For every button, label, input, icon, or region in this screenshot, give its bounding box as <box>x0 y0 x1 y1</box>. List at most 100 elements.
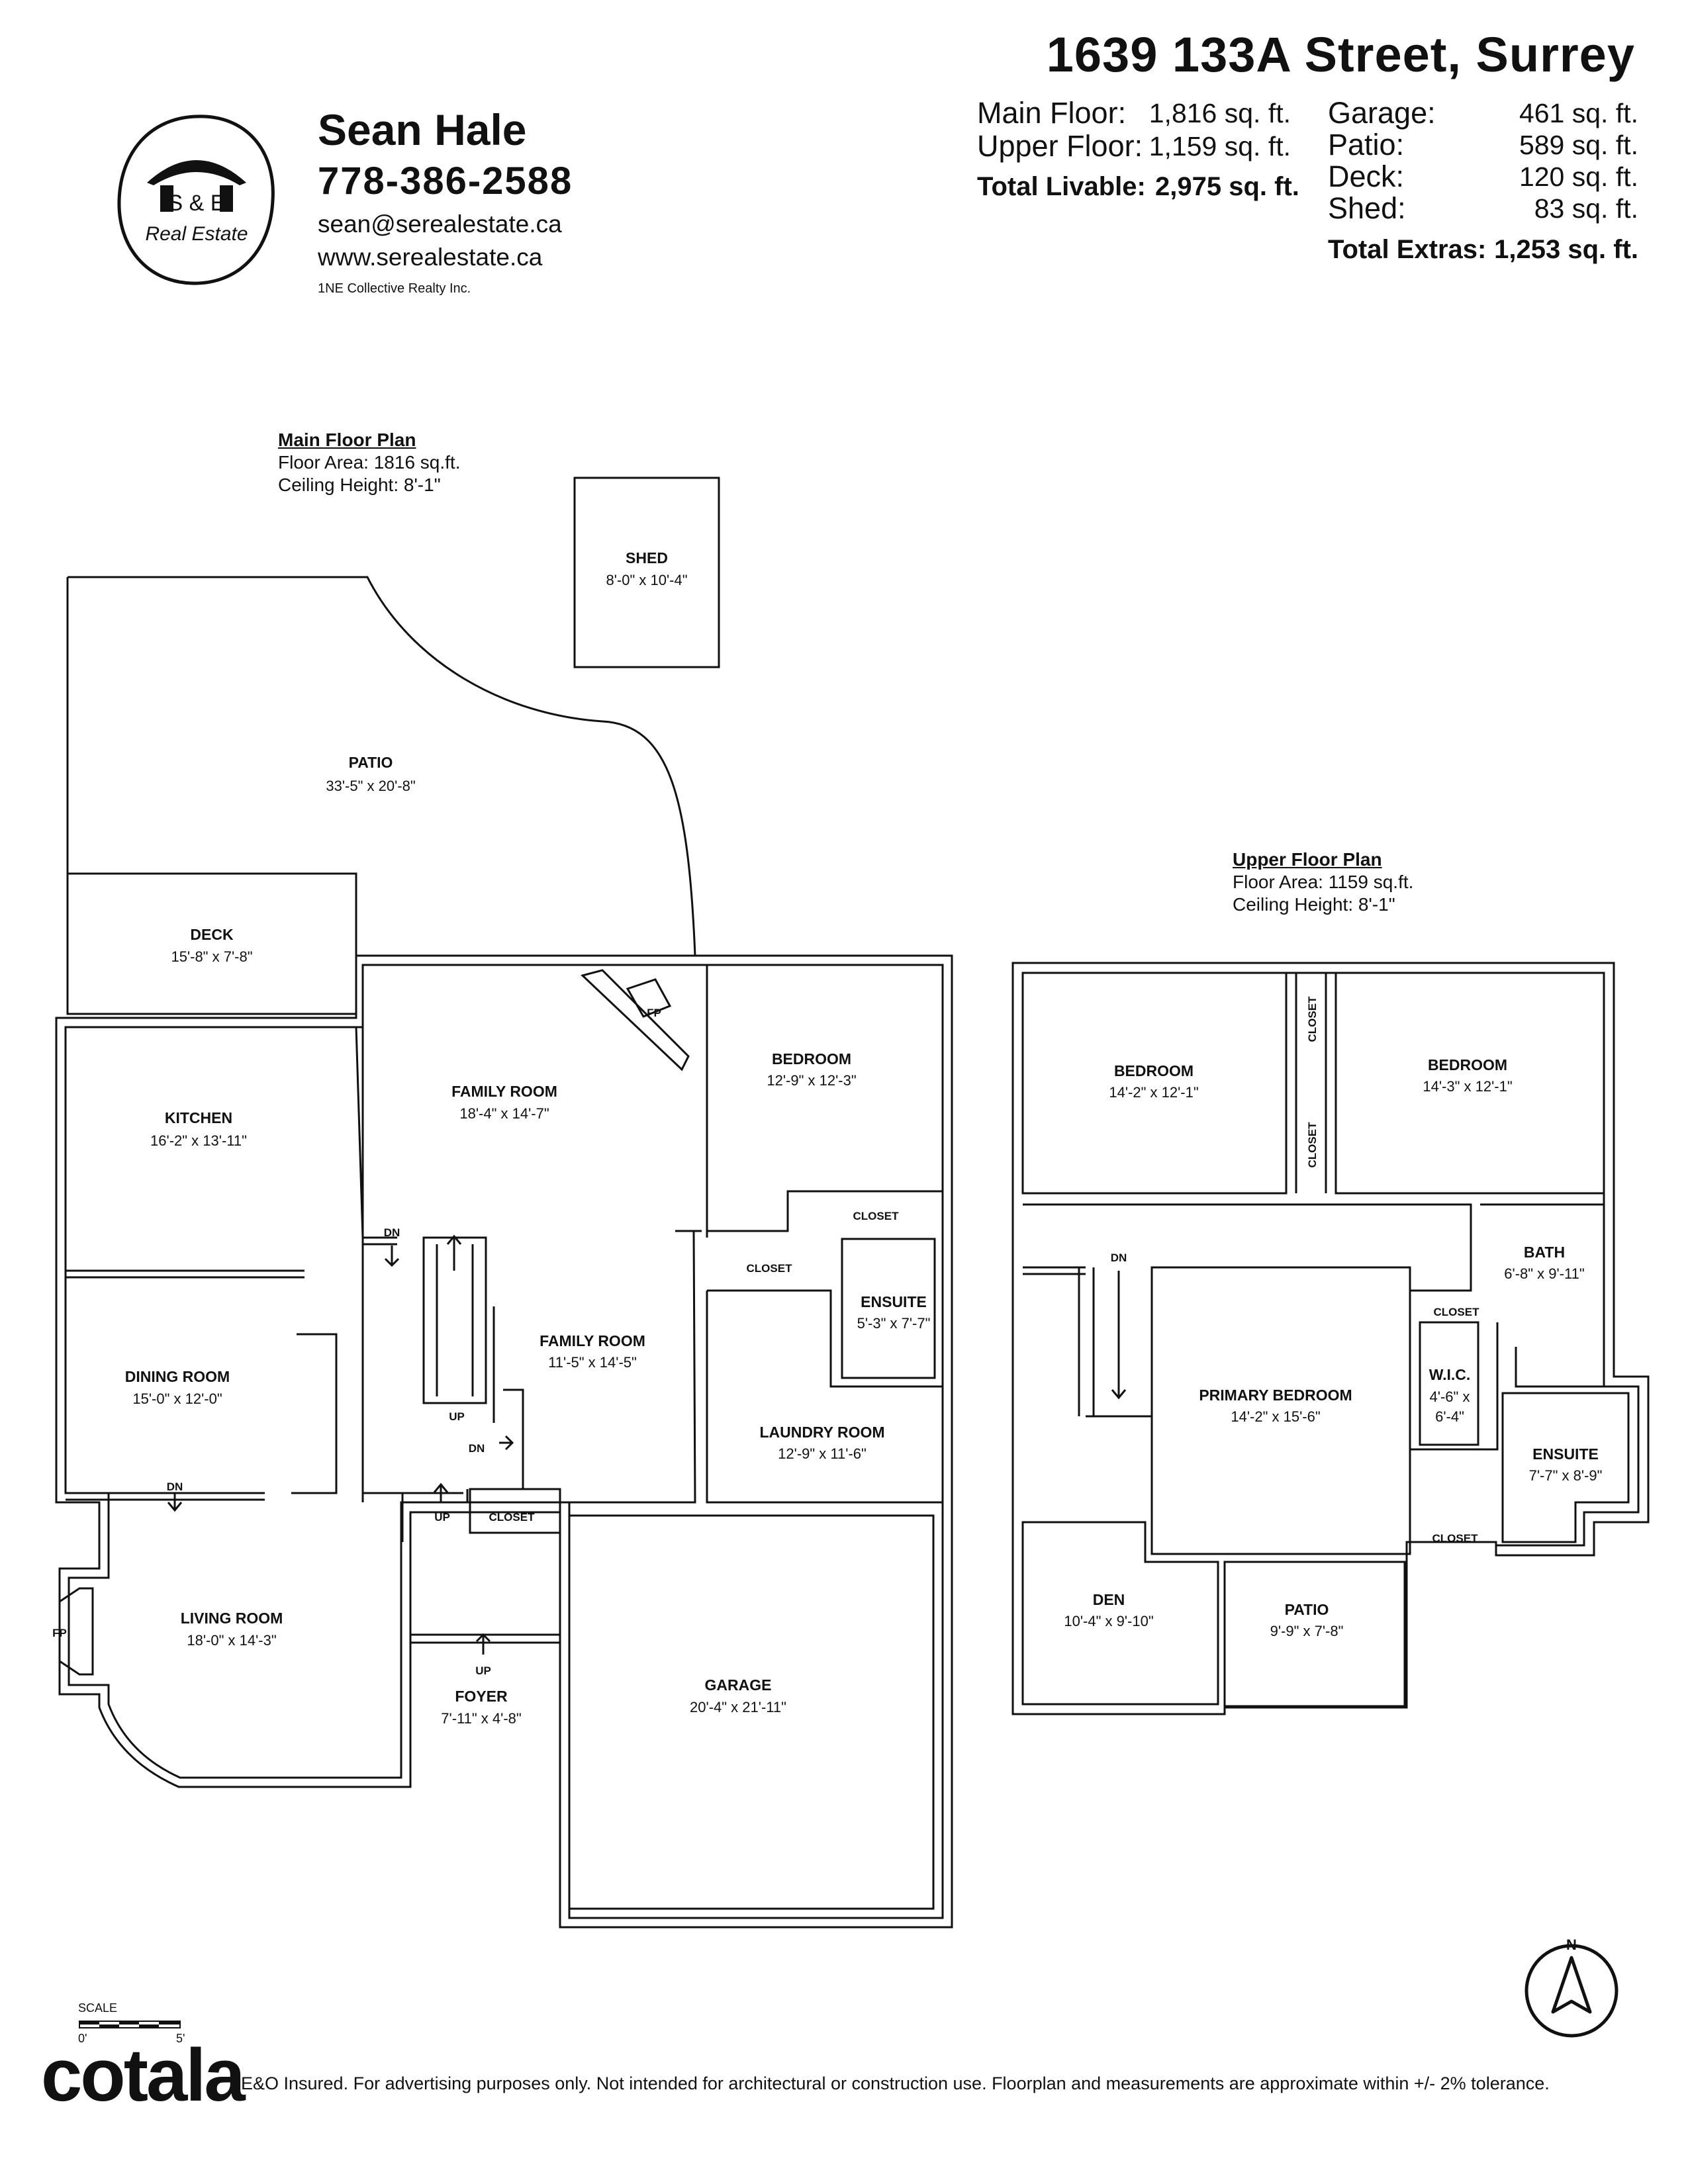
room-family-2-name: FAMILY ROOM <box>539 1332 645 1349</box>
main-interior-wall <box>64 964 944 1919</box>
room-family-2-dims: 11'-5" x 14'-5" <box>548 1354 637 1371</box>
main-floor-label: Main Floor: <box>977 96 1127 130</box>
room-family-1-name: FAMILY ROOM <box>451 1083 557 1100</box>
agent-name: Sean Hale <box>318 105 527 154</box>
closet-upper-3-label: CLOSET <box>1434 1306 1480 1318</box>
scale-min: 0' <box>78 2032 87 2045</box>
fireplace-living-label: FP <box>52 1627 67 1639</box>
room-laundry-name: LAUNDRY ROOM <box>759 1424 884 1441</box>
room-upper-bedroom-2-dims: 14'-3" x 12'-1" <box>1423 1078 1512 1095</box>
room-upper-bath-dims: 6'-8" x 9'-11" <box>1504 1265 1584 1282</box>
room-patio-dims: 33'-5" x 20'-8" <box>326 778 415 794</box>
agent-phone[interactable]: 778-386-2588 <box>318 159 573 203</box>
room-upper-bath-name: BATH <box>1524 1244 1565 1261</box>
compass-north-label: N <box>1566 1936 1577 1953</box>
closet-upper-2-label: CLOSET <box>1306 1122 1319 1168</box>
agent-website[interactable]: www.serealestate.ca <box>318 244 543 271</box>
garage-inner <box>568 1514 935 1910</box>
property-address: 1639 133A Street, Surrey <box>1046 27 1635 82</box>
patio-value: 589 sq. ft. <box>1519 130 1638 160</box>
room-den-name: DEN <box>1093 1591 1125 1608</box>
upper-plan-ceiling: Ceiling Height: 8'-1" <box>1233 894 1395 915</box>
main-exterior-wall <box>55 954 953 1929</box>
patio-outline <box>68 576 696 956</box>
room-deck-dims: 15'-8" x 7'-8" <box>171 948 252 965</box>
upper-bedroom-2-outline <box>1335 972 1605 1195</box>
garage-label: Garage: <box>1328 96 1436 130</box>
wic-outline <box>1419 1321 1479 1446</box>
upper-ensuite-outline <box>1501 1392 1630 1543</box>
closet-hall-label: CLOSET <box>747 1262 793 1275</box>
closet-main-entry <box>469 1488 561 1534</box>
stair-dn-label-3: DN <box>167 1480 183 1493</box>
room-garage-name: GARAGE <box>705 1676 772 1694</box>
stair-up-label-1: UP <box>449 1410 465 1423</box>
upper-floor-value: 1,159 sq. ft. <box>1149 131 1291 161</box>
room-primary-name: PRIMARY BEDROOM <box>1199 1387 1352 1404</box>
room-family-1-dims: 18'-4" x 14'-7" <box>459 1105 549 1122</box>
main-floor-plan <box>55 477 953 1929</box>
room-deck-name: DECK <box>190 926 234 943</box>
total-extras-label: Total Extras: <box>1328 235 1487 264</box>
family-fireplace <box>581 969 690 1071</box>
room-living-dims: 18'-0" x 14'-3" <box>187 1632 276 1649</box>
room-upper-ensuite-dims: 7'-7" x 8'-9" <box>1529 1467 1603 1484</box>
agent-brokerage: 1NE Collective Realty Inc. <box>318 281 471 296</box>
main-floor-value: 1,816 sq. ft. <box>1149 98 1291 128</box>
room-ensuite-main-dims: 5'-3" x 7'-7" <box>857 1315 931 1332</box>
logo-text: Real Estate <box>145 223 248 245</box>
shed-value: 83 sq. ft. <box>1534 193 1638 224</box>
upper-plan-area: Floor Area: 1159 sq.ft. <box>1233 872 1414 892</box>
closet-bedroom-label: CLOSET <box>853 1210 900 1222</box>
upper-bedroom-1-outline <box>1021 972 1288 1195</box>
main-plan-area: Floor Area: 1816 sq.ft. <box>278 452 461 473</box>
deck-outline <box>66 872 357 1015</box>
scale-max: 5' <box>176 2032 185 2045</box>
upper-room-labels: BEDROOM 14'-2" x 12'-1" BEDROOM 14'-3" x… <box>1064 996 1602 1639</box>
closet-entry-label: CLOSET <box>489 1511 536 1524</box>
room-upper-patio-dims: 9'-9" x 7'-8" <box>1270 1623 1344 1639</box>
total-extras-value: 1,253 sq. ft. <box>1494 235 1638 264</box>
total-livable-label: Total Livable: <box>977 172 1146 201</box>
living-fireplace <box>58 1587 94 1676</box>
upper-plan-title: Upper Floor Plan <box>1233 849 1382 870</box>
stair-up-label-2: UP <box>434 1511 450 1524</box>
stair-dn-label-1: DN <box>384 1226 400 1239</box>
room-kitchen-dims: 16'-2" x 13'-11" <box>150 1132 247 1149</box>
room-dining-name: DINING ROOM <box>125 1368 230 1385</box>
cotala-logo: cotala <box>41 2034 246 2116</box>
disclaimer-text: E&O Insured. For advertising purposes on… <box>241 2073 1550 2093</box>
patio-label: Patio: <box>1328 128 1405 161</box>
compass-icon: N <box>1524 1936 1618 2038</box>
room-wic-dims-1: 4'-6" x <box>1430 1388 1470 1405</box>
upper-plan-heading: Upper Floor Plan Floor Area: 1159 sq.ft.… <box>1233 848 1413 916</box>
room-upper-bedroom-1-name: BEDROOM <box>1114 1062 1194 1079</box>
main-plan-heading: Main Floor Plan Floor Area: 1816 sq.ft. … <box>278 429 461 496</box>
stair-dn-label-2: DN <box>469 1442 485 1455</box>
bedroom-wall <box>706 965 943 1232</box>
agent-email[interactable]: sean@serealestate.ca <box>318 210 562 238</box>
room-foyer-dims: 7'-11" x 4'-8" <box>441 1710 521 1727</box>
garage-value: 461 sq. ft. <box>1519 98 1638 128</box>
main-plan-ceiling: Ceiling Height: 8'-1" <box>278 475 441 495</box>
logo-roof-icon <box>147 160 246 185</box>
room-wic-dims-2: 6'-4" <box>1435 1408 1464 1425</box>
logo-mark: S & E <box>168 191 226 216</box>
room-ensuite-main-name: ENSUITE <box>861 1293 927 1310</box>
upper-exterior-wall <box>1011 962 1650 1715</box>
room-patio-name: PATIO <box>349 754 393 771</box>
fireplace-family-label: FP <box>647 1007 661 1019</box>
ensuite-main-outline <box>841 1238 936 1379</box>
room-bedroom-main-name: BEDROOM <box>772 1050 851 1068</box>
room-shed-dims: 8'-0" x 10'-4" <box>606 572 687 588</box>
total-livable-value: 2,975 sq. ft. <box>1155 172 1299 201</box>
deck-label: Deck: <box>1328 159 1405 193</box>
stair-upper-dn-label: DN <box>1111 1251 1127 1264</box>
room-bedroom-main-dims: 12'-9" x 12'-3" <box>767 1072 856 1089</box>
shed-label: Shed: <box>1328 191 1406 225</box>
room-primary-dims: 14'-2" x 15'-6" <box>1231 1408 1320 1425</box>
deck-value: 120 sq. ft. <box>1519 161 1638 192</box>
den-outline <box>1021 1521 1219 1706</box>
room-upper-bedroom-1-dims: 14'-2" x 12'-1" <box>1109 1084 1198 1101</box>
